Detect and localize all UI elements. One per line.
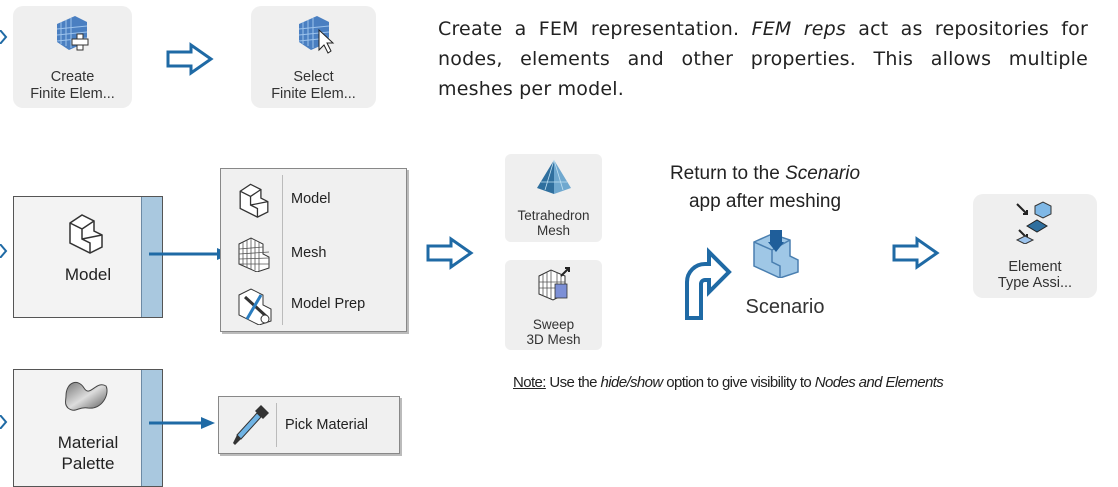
caption-line2: app after meshing: [688, 191, 842, 212]
select-label-line2: Finite Elem...: [271, 86, 356, 102]
pick-material-label: Pick Material: [285, 417, 368, 433]
scenario-app-button[interactable]: Scenario: [730, 226, 840, 326]
menu-item-label: Model: [291, 191, 331, 207]
model-menu: Model Mesh Model Prep: [220, 168, 407, 332]
left-edge-arrow-3: [0, 414, 10, 434]
model-prep-icon: [235, 283, 275, 330]
scenario-return-caption: Return to the Scenario app after meshing: [640, 160, 890, 216]
return-arrow-icon: [665, 238, 735, 329]
menu-item-mesh[interactable]: Mesh: [221, 226, 406, 280]
model-dropdown-strip[interactable]: [141, 197, 162, 317]
element-type-label-line2: Type Assi...: [997, 275, 1073, 291]
menu-divider: [282, 175, 283, 325]
material-palette-button[interactable]: Material Palette: [13, 369, 163, 487]
arrow-right-icon: [165, 42, 215, 81]
tetra-label-line1: Tetrahedron: [517, 208, 590, 223]
eyedropper-icon: [231, 403, 271, 452]
material-dropdown-strip[interactable]: [141, 370, 162, 486]
menu-item-model[interactable]: Model: [221, 172, 406, 226]
sweep-3d-mesh-button[interactable]: Sweep 3D Mesh: [505, 260, 602, 350]
model-icon: [235, 179, 273, 224]
create-label-line1: Create: [50, 69, 95, 85]
select-label-line1: Select: [293, 69, 334, 85]
mesh-icon: [235, 234, 273, 277]
arrow-right-icon: [425, 236, 475, 275]
arrow-right-icon: [891, 236, 941, 275]
scenario-icon: [750, 226, 802, 283]
select-fem-icon: [295, 12, 337, 59]
tetra-label-line2: Mesh: [536, 223, 570, 238]
create-label-line2: Finite Elem...: [30, 86, 115, 102]
model-button-label: Model: [64, 265, 112, 284]
sweep-label-line1: Sweep: [532, 317, 575, 332]
sweep-mesh-icon: [535, 264, 573, 307]
pick-material-divider: [276, 403, 277, 447]
caption-line1: Return to the Scenario: [669, 163, 861, 184]
element-type-assignment-button[interactable]: Element Type Assi...: [973, 194, 1097, 298]
fem-description: Create a FEM representation. FEM reps ac…: [438, 18, 1088, 100]
material-label-line1: Material: [57, 433, 119, 452]
left-edge-arrow-2: [0, 243, 10, 263]
menu-item-label: Mesh: [291, 245, 327, 261]
element-type-label-line1: Element: [1008, 259, 1062, 275]
tetrahedron-mesh-button[interactable]: Tetrahedron Mesh: [505, 154, 602, 242]
material-label-line2: Palette: [61, 454, 115, 473]
tetrahedron-icon: [535, 158, 573, 201]
scenario-label: Scenario: [745, 296, 825, 318]
create-finite-element-button[interactable]: Create Finite Elem...: [13, 6, 132, 108]
pick-material-button[interactable]: Pick Material: [218, 396, 400, 454]
visibility-note: Note: Use the hide/show option to give v…: [513, 374, 944, 391]
left-edge-arrow-1: [0, 29, 10, 49]
model-button[interactable]: Model: [13, 196, 163, 318]
menu-item-label: Model Prep: [291, 296, 366, 312]
arrow-to-pick-material: [147, 415, 217, 436]
create-fem-icon: [53, 12, 95, 57]
select-finite-element-button[interactable]: Select Finite Elem...: [251, 6, 376, 108]
element-type-icon: [1013, 200, 1055, 249]
menu-item-model-prep[interactable]: Model Prep: [221, 277, 406, 331]
sweep-label-line2: 3D Mesh: [526, 332, 581, 347]
model-icon: [64, 209, 108, 260]
material-palette-icon: [62, 374, 110, 421]
